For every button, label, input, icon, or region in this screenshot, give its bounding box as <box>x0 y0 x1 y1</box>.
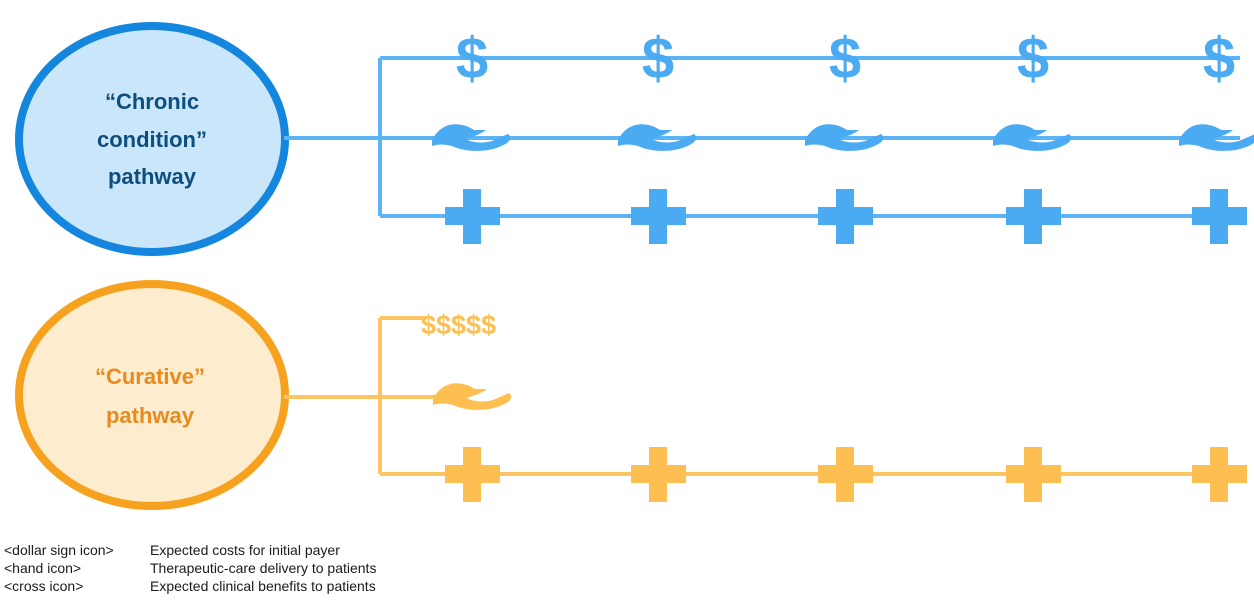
curative-dollar-icons: $$$$$ <box>421 310 496 340</box>
legend-desc-hand: Therapeutic-care delivery to patients <box>150 560 377 576</box>
legend-desc-dollar: Expected costs for initial payer <box>150 542 340 558</box>
cross-icon <box>631 189 686 244</box>
curative-circle <box>15 280 289 510</box>
cross-icon <box>631 447 686 502</box>
hand-icon <box>993 124 1072 151</box>
legend-key-hand: <hand icon> <box>4 560 82 576</box>
legend-key-cross: <cross icon> <box>4 578 84 594</box>
curative-pathway: “Curative” pathway $$$$$ <box>15 280 1247 510</box>
chronic-pathway: “Chronic condition” pathway $ $ $ $ $ <box>15 22 1254 256</box>
curative-title-line-2: pathway <box>106 403 195 428</box>
chronic-title-line-3: pathway <box>108 164 197 189</box>
legend-row-cross: <cross icon> Expected clinical benefits … <box>4 577 604 595</box>
chronic-title-line-2: condition” <box>97 127 207 152</box>
cross-icon <box>1006 189 1061 244</box>
dollar-sign-icon: $ <box>829 26 861 91</box>
dollar-sign-icon: $ <box>1017 26 1049 91</box>
cross-icon <box>445 447 500 502</box>
legend-row-dollar: <dollar sign icon> Expected costs for in… <box>4 541 604 559</box>
hand-icon <box>1179 124 1254 151</box>
legend-desc-cross: Expected clinical benefits to patients <box>150 578 376 594</box>
cross-icon <box>1192 189 1247 244</box>
pathway-diagram: “Chronic condition” pathway $$$$$ “Curat… <box>15 22 1254 510</box>
legend-row-hand: <hand icon> Therapeutic-care delivery to… <box>4 559 604 577</box>
cross-icon <box>1006 447 1061 502</box>
hand-icon <box>433 383 512 410</box>
cross-icon <box>818 189 873 244</box>
cross-icon <box>1192 447 1247 502</box>
dollar-sign-icon: $ <box>642 26 674 91</box>
cross-icon <box>818 447 873 502</box>
legend: <dollar sign icon> Expected costs for in… <box>4 541 604 595</box>
dollar-sign-icon: $ <box>1203 26 1235 91</box>
legend-key-dollar: <dollar sign icon> <box>4 542 114 558</box>
chronic-title-line-1: “Chronic <box>105 89 199 114</box>
dollar-sign-icon: $ <box>456 26 488 91</box>
curative-title-line-1: “Curative” <box>95 364 205 389</box>
hand-icon <box>618 124 697 151</box>
hand-icon <box>805 124 884 151</box>
cross-icon <box>445 189 500 244</box>
hand-icon <box>432 124 511 151</box>
